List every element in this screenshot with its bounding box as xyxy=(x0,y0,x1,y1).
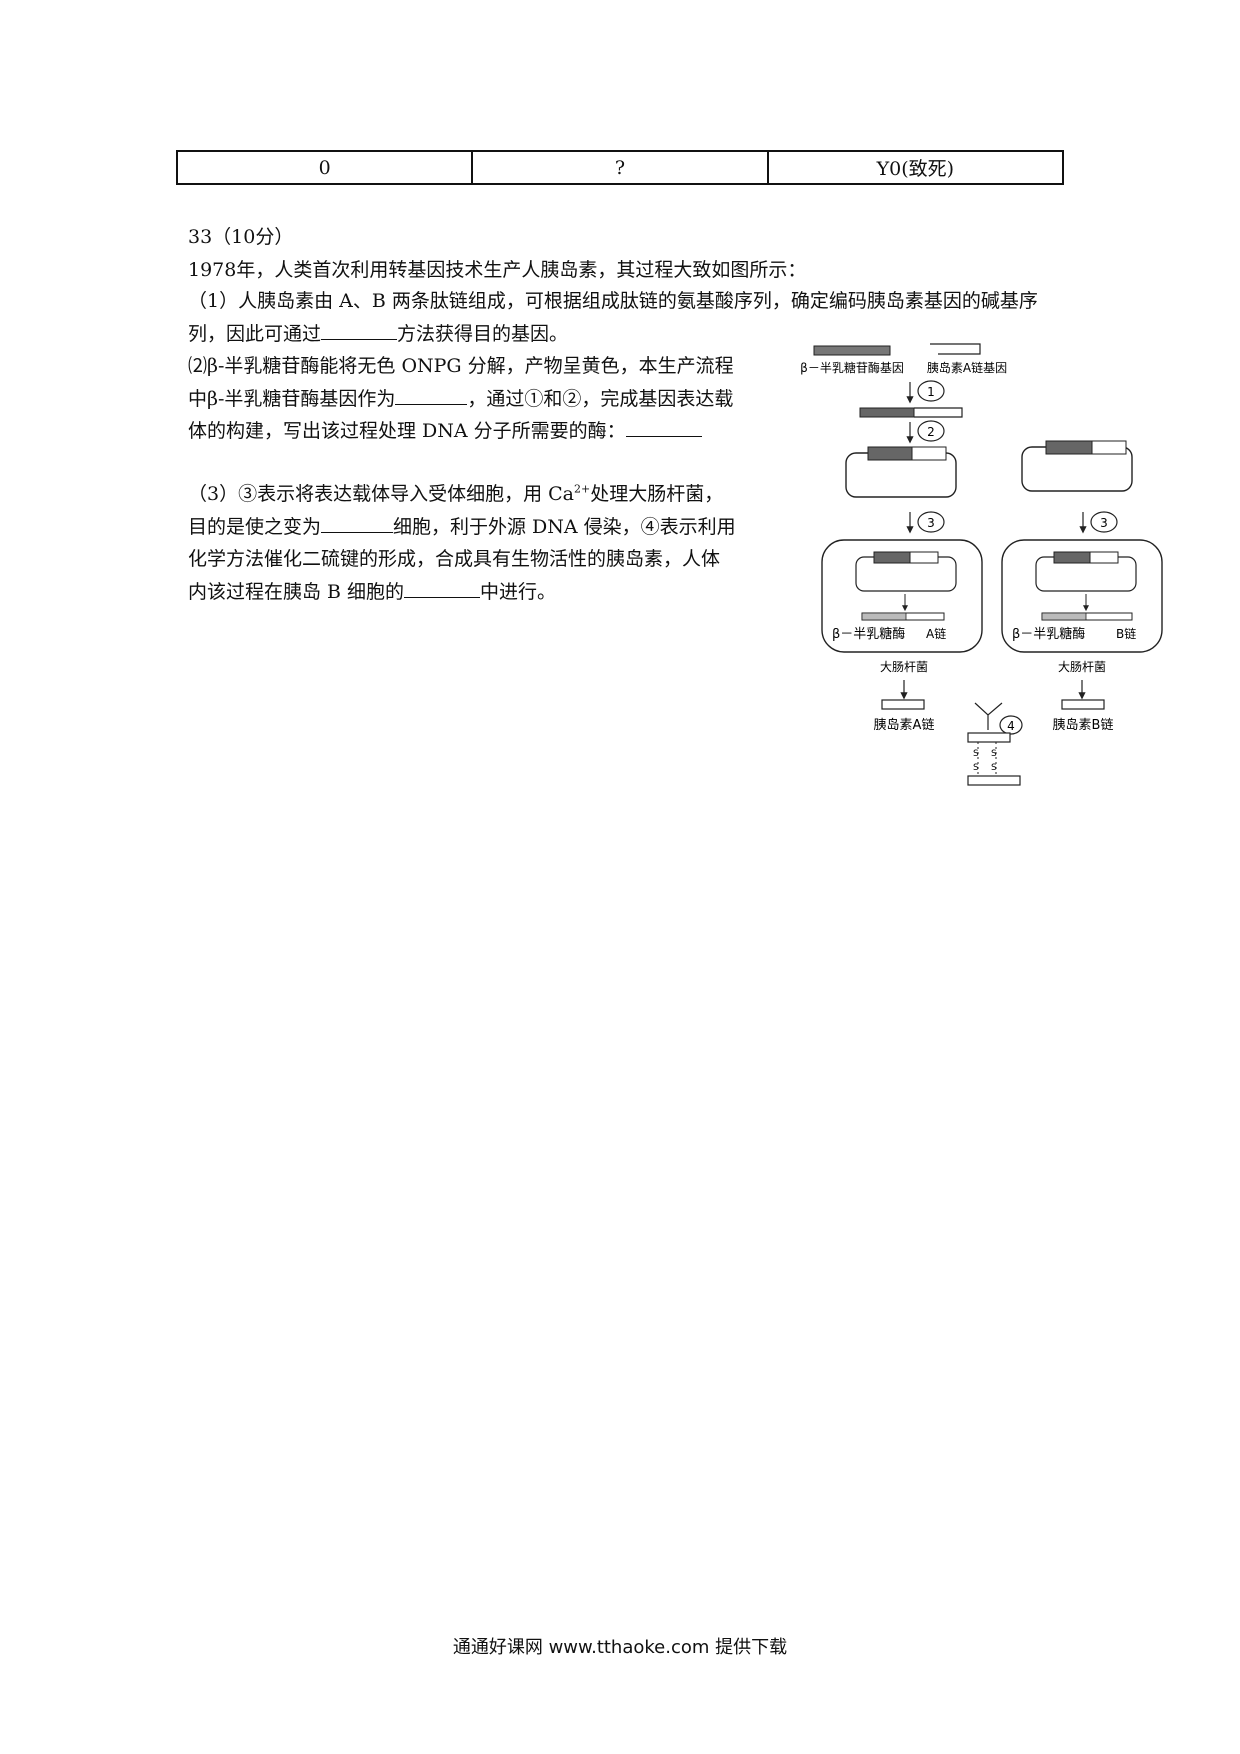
genotype-table: 0 ? Y0(致死) xyxy=(175,150,1065,185)
insulin-production-diagram: β－半乳糖苷酶基因 胰岛素A链基因 1 2 3 3 β－半乳糖酶 A链 β－半乳… xyxy=(800,343,1163,786)
question-part-3: （3）③表示将表达载体导入受体细胞，用 Ca2+处理大肠杆菌，目的是使之变为细胞… xyxy=(188,478,736,608)
cell-right-gene-light xyxy=(1089,551,1119,564)
insulin-top-chain xyxy=(967,732,1011,743)
step-2-number: 2 xyxy=(927,425,935,439)
fused-gene-light xyxy=(914,407,963,418)
answer-blank[interactable] xyxy=(625,418,702,437)
ecoli-label-left: 大肠杆菌 xyxy=(880,660,928,674)
part2-text-b: ，通过①和②，完成基因表达载体的构建，写出该过程处理 DNA 分子所需要的酶： xyxy=(188,387,734,443)
question-part-2: ⑵β-半乳糖苷酶能将无色 ONPG 分解，产物呈黄色，本生产流程中β-半乳糖苷酶… xyxy=(188,350,736,448)
part1-text-b: 方法获得目的基因。 xyxy=(397,322,569,345)
step-2-circle xyxy=(917,420,945,442)
step-1-circle xyxy=(917,380,945,402)
product-label-left: 胰岛素A链 xyxy=(874,717,935,733)
part3-text-b: 处理大肠杆菌，目的是使之变为 xyxy=(188,483,724,538)
plasmid-left-gene-dark xyxy=(867,446,913,461)
step-3-number-right: 3 xyxy=(1100,516,1108,530)
plasmid-right-gene-light xyxy=(1091,440,1127,455)
cell-left-gene-light xyxy=(909,551,939,564)
part3-text-a: （3）③表示将表达载体导入受体细胞，用 Ca xyxy=(188,483,574,505)
sulfur-label: S xyxy=(991,763,997,773)
ecoli-cell-right xyxy=(1001,539,1163,653)
enzyme-label-left: β－半乳糖酶 xyxy=(832,626,905,642)
answer-blank[interactable] xyxy=(321,514,394,533)
sulfur-label: S xyxy=(991,749,997,759)
part3-text-d: 中进行。 xyxy=(480,580,557,603)
step-3-number-left: 3 xyxy=(927,516,935,530)
table-cell: Y0(致死) xyxy=(766,150,1065,185)
step-3-circle-left xyxy=(917,511,945,533)
step-4-number: 4 xyxy=(1007,719,1015,733)
insulin-bottom-chain xyxy=(967,775,1021,786)
part2-text-a: ⑵β-半乳糖苷酶能将无色 ONPG 分解，产物呈黄色，本生产流程中β-半乳糖苷酶… xyxy=(188,355,734,410)
galactosidase-gene xyxy=(813,345,891,356)
insulin-b-chain-bar xyxy=(1061,699,1105,710)
footer-source: 通通好课网 www.tthaoke.com 提供下载 xyxy=(452,1637,788,1658)
step-3-circle-right xyxy=(1090,511,1118,533)
table-cell: 0 xyxy=(175,150,474,185)
insulin-a-chain-bar xyxy=(881,699,925,710)
question-intro: 1978年，人类首次利用转基因技术生产人胰岛素，其过程大致如图所示： xyxy=(188,259,807,281)
chain-label-left: A链 xyxy=(926,626,946,641)
insulin-a-gene xyxy=(930,343,981,355)
part3-text-c: 细胞，利于外源 DNA 侵染，④表示利用化学方法催化二硫键的形成，合成具有生物活… xyxy=(188,515,736,603)
table-row: 0 ? Y0(致死) xyxy=(175,150,1065,185)
superscript: 2+ xyxy=(574,482,591,496)
sulfur-label: S xyxy=(973,763,979,773)
ecoli-cell-left xyxy=(821,539,983,653)
chain-label-right: B链 xyxy=(1116,626,1136,641)
gene-label-left: β－半乳糖苷酶基因 xyxy=(800,360,904,375)
plasmid-left-gene-light xyxy=(911,446,947,461)
merge-lines xyxy=(974,702,1003,730)
answer-blank[interactable] xyxy=(321,321,398,340)
product-label-right: 胰岛素B链 xyxy=(1053,717,1114,733)
fused-gene-dark xyxy=(859,407,915,418)
question-number: 33（10分） xyxy=(188,226,294,248)
sulfur-label: S xyxy=(973,749,979,759)
ecoli-label-right: 大肠杆菌 xyxy=(1058,660,1106,674)
cell-right-gene-dark xyxy=(1053,551,1091,564)
plasmid-right-gene-dark xyxy=(1045,440,1093,455)
cell-right-protein-hatched xyxy=(1041,612,1087,621)
part1-text-a: （1）人胰岛素由 A、B 两条肽链组成，可根据组成肽链的氨基酸序列，确定编码胰岛… xyxy=(188,290,1038,345)
enzyme-label-right: β－半乳糖酶 xyxy=(1012,626,1085,642)
gene-label-right: 胰岛素A链基因 xyxy=(927,360,1007,375)
table-cell: ? xyxy=(471,150,769,185)
answer-blank[interactable] xyxy=(395,386,468,405)
answer-blank[interactable] xyxy=(404,579,481,598)
question-part-1: （1）人胰岛素由 A、B 两条肽链组成，可根据组成肽链的氨基酸序列，确定编码胰岛… xyxy=(188,285,1068,350)
step-4-circle xyxy=(999,715,1023,735)
cell-left-protein-hatched xyxy=(861,612,907,621)
step-1-number: 1 xyxy=(927,385,935,399)
cell-left-gene-dark xyxy=(873,551,911,564)
